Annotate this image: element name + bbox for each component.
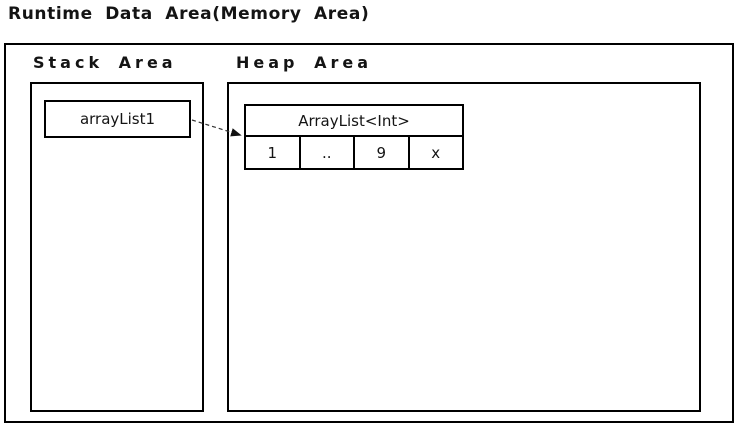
heap-cell-1: .. <box>298 137 354 168</box>
heap-cell-2: 9 <box>353 137 408 168</box>
heap-cell-3: x <box>407 137 463 168</box>
diagram-title: Runtime Data Area(Memory Area) <box>8 4 370 24</box>
heap-cell-0: 1 <box>267 143 278 162</box>
heap-area-label: Heap Area <box>236 53 372 72</box>
stack-variable-box: arrayList1 <box>44 100 191 138</box>
stack-variable-label: arrayList1 <box>79 110 156 128</box>
heap-object-cells-row: 1 .. 9 x <box>246 137 462 168</box>
heap-object-header: ArrayList<Int> <box>246 106 462 137</box>
stack-area-label: Stack Area <box>33 53 177 72</box>
heap-object-box: ArrayList<Int> 1 .. 9 x <box>244 104 464 170</box>
